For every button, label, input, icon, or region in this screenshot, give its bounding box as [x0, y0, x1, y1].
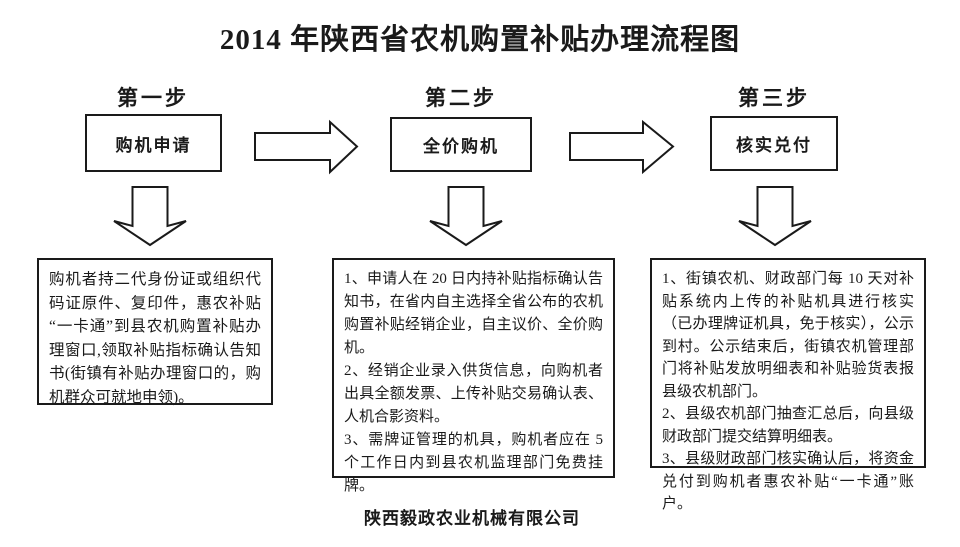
step-3-box-label: 核实兑付: [736, 136, 812, 155]
step-3-label: 第三步: [738, 86, 810, 110]
step-2-detail-box: 1、申请人在 20 日内持补贴指标确认告知书，在省内自主选择全省公布的农机购置补…: [332, 258, 615, 494]
step-2-label: 第二步: [425, 86, 497, 110]
arrow-down-icon: [113, 186, 187, 247]
arrow-down-icon: [738, 186, 812, 247]
step-2-box-label: 全价购机: [423, 137, 499, 156]
arrow-down-icon: [429, 186, 503, 247]
page-title: 2014 年陕西省农机购置补贴办理流程图: [219, 24, 741, 56]
step-3-detail-box: 1、街镇农机、财政部门每 10 天对补贴系统内上传的补贴机具进行核实（已办理牌证…: [650, 258, 926, 512]
arrow-right-icon: [254, 119, 359, 175]
arrow-right-icon: [569, 119, 675, 175]
step-1-label: 第一步: [117, 86, 189, 110]
step-2-box: 全价购机: [390, 117, 532, 172]
step-1-detail-box: 购机者持二代身份证或组织代码证原件、复印件，惠农补贴“一卡通”到县农机购置补贴办…: [37, 258, 273, 406]
step-1-box-label: 购机申请: [115, 135, 192, 155]
step-1-box: 购机申请: [85, 114, 222, 172]
step-3-box: 核实兑付: [710, 116, 838, 171]
company-name: 陕西毅政农业机械有限公司: [364, 509, 580, 528]
